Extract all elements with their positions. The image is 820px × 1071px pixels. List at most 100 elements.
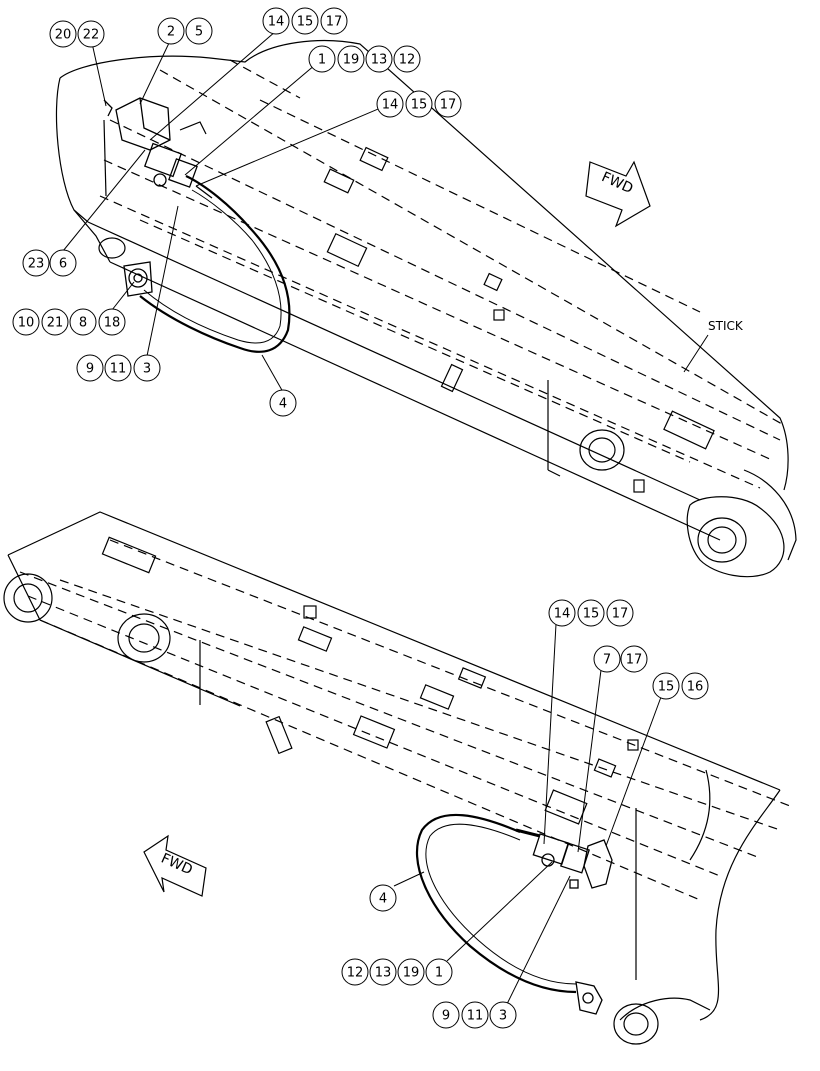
callout-circle	[185, 17, 213, 45]
callout-b-15a: 15	[577, 599, 605, 627]
callout-t-20: 20	[49, 20, 77, 48]
callout-t-13: 13	[365, 45, 393, 73]
callout-number: 8	[79, 316, 87, 331]
callout-circle	[291, 7, 319, 35]
callout-circle	[393, 45, 421, 73]
callout-number: 15	[411, 98, 428, 113]
callout-number: 15	[297, 15, 314, 30]
callout-t-1: 1	[308, 45, 336, 73]
callout-number: 15	[658, 680, 675, 695]
stick-top-lower-edge	[87, 221, 701, 501]
callout-t-9: 9	[76, 354, 104, 382]
callout-circle	[104, 354, 132, 382]
fwd-arrow-top: FWD	[585, 160, 651, 228]
callout-circle	[461, 1001, 489, 1029]
callout-circle	[76, 354, 104, 382]
callout-circle	[434, 90, 462, 118]
callout-number: 2	[167, 25, 175, 40]
callout-circle	[376, 90, 404, 118]
callout-circle	[369, 884, 397, 912]
callout-number: 10	[18, 316, 35, 331]
callout-number: 4	[279, 397, 287, 412]
callout-b-3: 3	[489, 1001, 517, 1029]
callout-b-17a: 17	[606, 599, 634, 627]
callout-circle	[133, 354, 161, 382]
callout-number: 12	[347, 966, 364, 981]
callout-t-17a: 17	[320, 7, 348, 35]
callout-number: 13	[371, 53, 388, 68]
callout-t-19: 19	[337, 45, 365, 73]
callout-number: 7	[603, 653, 611, 668]
callout-t-17b: 17	[434, 90, 462, 118]
callout-t-14b: 14	[376, 90, 404, 118]
callout-number: 14	[268, 15, 285, 30]
callout-circle	[593, 645, 621, 673]
callout-number: 6	[59, 257, 67, 272]
callout-b-4: 4	[369, 884, 397, 912]
stick-top-view	[55, 40, 797, 578]
callout-t-11: 11	[104, 354, 132, 382]
callout-t-15b: 15	[405, 90, 433, 118]
callout-b-9: 9	[432, 1001, 460, 1029]
callout-circle	[681, 672, 709, 700]
callout-circle	[77, 20, 105, 48]
callout-b-15b: 15	[652, 672, 680, 700]
callout-circle	[49, 20, 77, 48]
callout-t-12: 12	[393, 45, 421, 73]
callout-number: 3	[143, 362, 151, 377]
callout-t-15a: 15	[291, 7, 319, 35]
callout-number: 19	[403, 966, 420, 981]
callout-number: 11	[110, 362, 127, 377]
callout-t-14a: 14	[262, 7, 290, 35]
callout-circle	[405, 90, 433, 118]
callout-t-2: 2	[157, 17, 185, 45]
callout-b-1: 1	[425, 958, 453, 986]
callout-number: 11	[467, 1009, 484, 1024]
callout-circle	[577, 599, 605, 627]
callout-number: 4	[379, 892, 387, 907]
callout-b-11: 11	[461, 1001, 489, 1029]
callout-circle	[425, 958, 453, 986]
callout-t-23: 23	[22, 249, 50, 277]
callout-t-18: 18	[98, 308, 126, 336]
callout-t-5: 5	[185, 17, 213, 45]
stick-top-left-end	[55, 77, 89, 223]
callout-circle	[308, 45, 336, 73]
callout-b-19: 19	[397, 958, 425, 986]
callout-number: 3	[499, 1009, 507, 1024]
callout-t-22: 22	[77, 20, 105, 48]
callout-b-16: 16	[681, 672, 709, 700]
callout-number: 17	[326, 15, 343, 30]
callout-circle	[269, 389, 297, 417]
callout-number: 22	[83, 28, 100, 43]
callout-circle	[320, 7, 348, 35]
callout-b-12: 12	[341, 958, 369, 986]
callout-circle	[620, 645, 648, 673]
callout-circle	[365, 45, 393, 73]
callout-circle	[432, 1001, 460, 1029]
callout-circle	[489, 1001, 517, 1029]
callout-number: 17	[612, 607, 629, 622]
stick-bottom-view	[3, 511, 791, 1045]
callout-t-8: 8	[69, 308, 97, 336]
callout-circle	[262, 7, 290, 35]
callout-circle	[12, 308, 40, 336]
bottom-leader-lines	[393, 623, 662, 1005]
callout-t-4: 4	[269, 389, 297, 417]
stick-top-end-boss	[686, 496, 785, 578]
top-valve-assembly	[103, 97, 291, 353]
callout-number: 16	[687, 680, 704, 695]
callout-t-10: 10	[12, 308, 40, 336]
callout-number: 17	[626, 653, 643, 668]
callout-t-21: 21	[41, 308, 69, 336]
callout-circle	[369, 958, 397, 986]
callout-t-6: 6	[49, 249, 77, 277]
callout-circle	[337, 45, 365, 73]
callout-number: 14	[554, 607, 571, 622]
callout-circle	[49, 249, 77, 277]
callout-b-14: 14	[548, 599, 576, 627]
callout-circle	[397, 958, 425, 986]
